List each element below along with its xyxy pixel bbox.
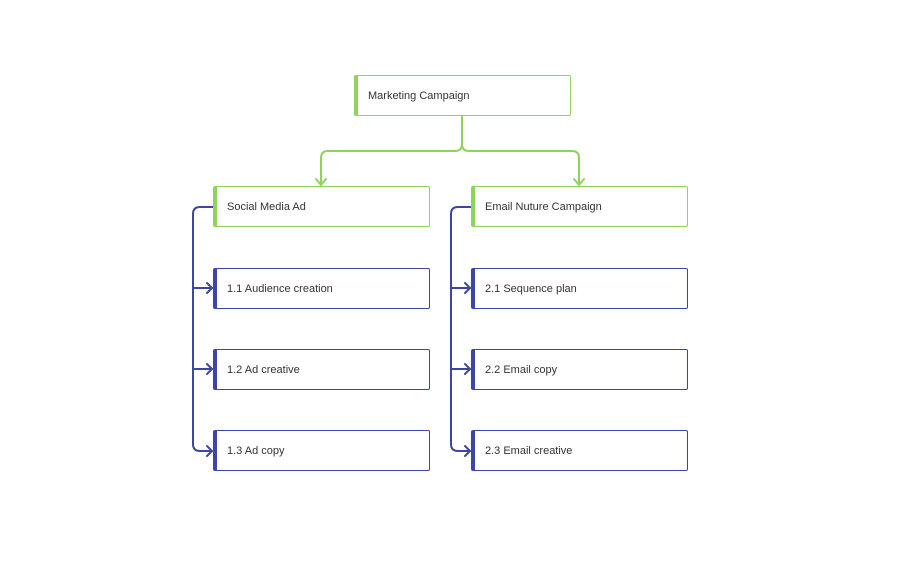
node-label: 2.2 Email copy <box>485 363 558 376</box>
arrowhead-task-1-2 <box>206 363 213 375</box>
arrowhead-task-1-3 <box>206 445 213 457</box>
node-label: 1.1 Audience creation <box>227 282 333 295</box>
node-label: Social Media Ad <box>227 200 306 213</box>
node-task-1-3-ad-copy[interactable]: 1.3 Ad copy <box>213 430 430 471</box>
node-task-2-2-email-copy[interactable]: 2.2 Email copy <box>471 349 688 390</box>
node-label: Email Nuture Campaign <box>485 200 602 213</box>
root-to-social-connector <box>320 115 463 185</box>
arrowhead-task-2-2 <box>464 363 471 375</box>
arrowhead-social <box>315 178 327 186</box>
node-label: 1.2 Ad creative <box>227 363 300 376</box>
node-task-2-1-sequence-plan[interactable]: 2.1 Sequence plan <box>471 268 688 309</box>
node-social-media-ad[interactable]: Social Media Ad <box>213 186 430 227</box>
arrowhead-task-2-3 <box>464 445 471 457</box>
arrowhead-task-1-1 <box>206 282 213 294</box>
node-task-1-2-ad-creative[interactable]: 1.2 Ad creative <box>213 349 430 390</box>
node-task-1-1-audience-creation[interactable]: 1.1 Audience creation <box>213 268 430 309</box>
node-label: 2.3 Email creative <box>485 444 573 457</box>
social-branch-connector <box>192 206 215 452</box>
arrowhead-task-2-1 <box>464 282 471 294</box>
node-label: 2.1 Sequence plan <box>485 282 577 295</box>
email-branch-connector <box>450 206 473 452</box>
arrowhead-email <box>573 178 585 186</box>
node-label: Marketing Campaign <box>368 89 470 102</box>
node-email-nuture-campaign[interactable]: Email Nuture Campaign <box>471 186 688 227</box>
root-to-email-connector <box>461 115 580 185</box>
node-label: 1.3 Ad copy <box>227 444 285 457</box>
node-marketing-campaign[interactable]: Marketing Campaign <box>354 75 571 116</box>
node-task-2-3-email-creative[interactable]: 2.3 Email creative <box>471 430 688 471</box>
